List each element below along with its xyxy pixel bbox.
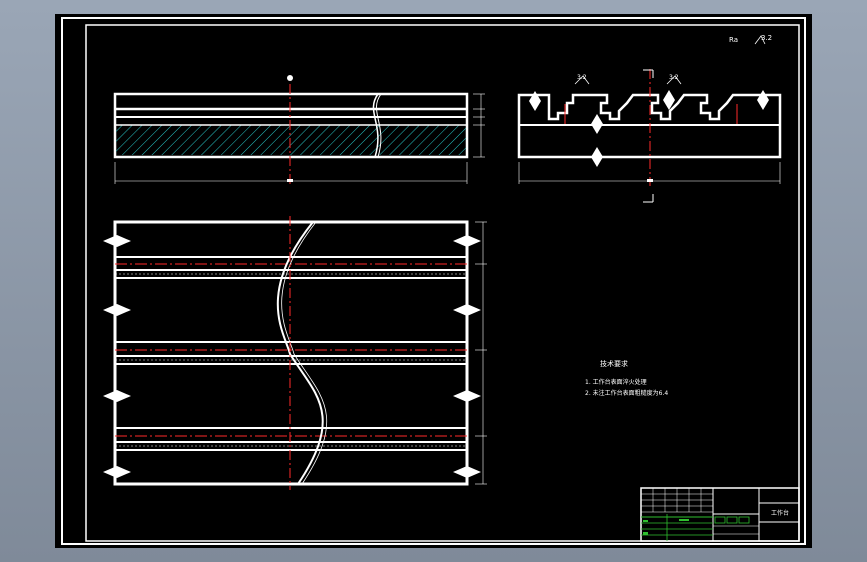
drawing-sheet: Ra 3.2 3.2 3.2 技术要求 1. 工作台表面淬火处理 2. 未注工作… xyxy=(55,14,812,548)
section-hatch xyxy=(116,125,466,155)
inner-border xyxy=(85,24,800,542)
top-view xyxy=(103,216,487,490)
section-roughness-1: 3.2 xyxy=(577,74,587,81)
outer-frame xyxy=(61,17,806,545)
section-roughness-2: 3.2 xyxy=(669,74,679,81)
title-block-part-name: 工作台 xyxy=(771,510,790,517)
roughness-mark-value: 3.2 xyxy=(761,34,773,42)
cad-drawing xyxy=(61,17,806,545)
front-view xyxy=(113,75,485,184)
side-view xyxy=(517,35,782,203)
tech-requirements-title: 技术要求 xyxy=(600,360,628,368)
tech-requirement-1: 1. 工作台表面淬火处理 xyxy=(585,379,647,386)
tech-requirement-2: 2. 未注工作台表面粗糙度为6.4 xyxy=(585,390,669,397)
roughness-mark-label: Ra xyxy=(729,36,738,44)
title-block xyxy=(640,487,800,542)
